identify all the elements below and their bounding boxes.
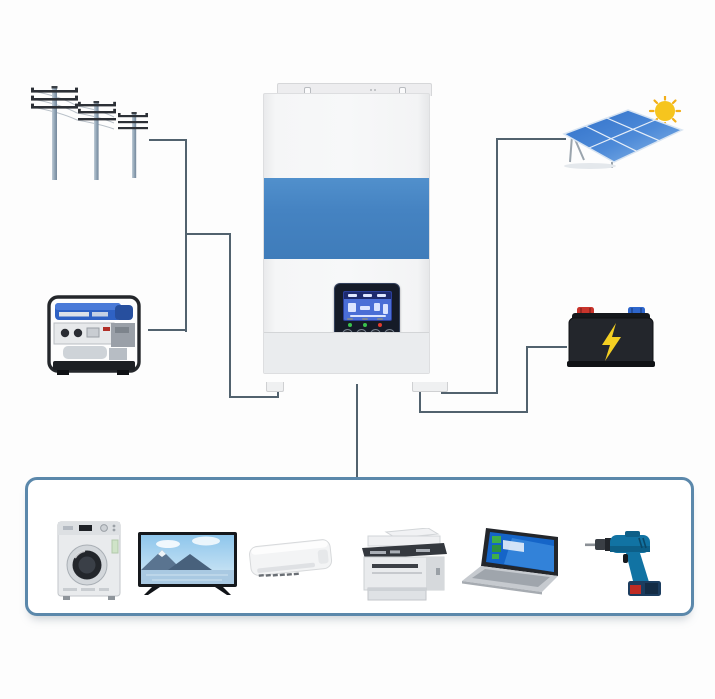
wire-battery-vertical xyxy=(526,346,528,413)
wire-left-foot-horizontal xyxy=(229,396,279,398)
wire-pv-horizontal xyxy=(496,138,566,140)
wire-battery-stub-vertical xyxy=(419,384,421,413)
inverter-body xyxy=(263,93,430,374)
utility-grid-image xyxy=(31,86,148,180)
status-led-green xyxy=(348,323,352,327)
inverter-bottom-tab xyxy=(412,382,448,392)
laptop-image xyxy=(462,528,558,595)
washing-machine-image xyxy=(57,521,121,600)
air-conditioner-image xyxy=(249,539,333,577)
inverter-bottom-section xyxy=(264,332,429,373)
wire-pv-vertical xyxy=(496,138,498,394)
status-led-red xyxy=(378,323,382,327)
printer-image xyxy=(362,528,447,601)
battery-image xyxy=(567,307,655,367)
power-drill-image xyxy=(585,531,661,596)
wire-left-drop-vertical xyxy=(229,233,231,398)
wire-generator-horizontal xyxy=(148,329,187,331)
wire-pv-foot-horizontal xyxy=(441,392,498,394)
household-loads-box xyxy=(25,477,694,616)
wire-battery-foot-horizontal xyxy=(419,411,528,413)
inverter-blue-band xyxy=(264,178,429,342)
inverter-bottom-tab xyxy=(266,382,284,392)
wire-left-bus-vertical xyxy=(185,139,187,332)
wire-battery-horizontal xyxy=(526,346,567,348)
wire-center-to-loads xyxy=(356,384,358,479)
generator-image xyxy=(47,295,141,375)
status-led-green xyxy=(363,323,367,327)
inverter-image xyxy=(263,83,448,392)
wire-grid-horizontal xyxy=(149,139,187,141)
wire-left-mid-horizontal xyxy=(185,233,231,235)
inverter-lcd-display xyxy=(343,291,392,321)
lightning-bolt-icon xyxy=(602,323,621,361)
television-image xyxy=(138,532,237,595)
solar-panel-image xyxy=(562,96,684,169)
